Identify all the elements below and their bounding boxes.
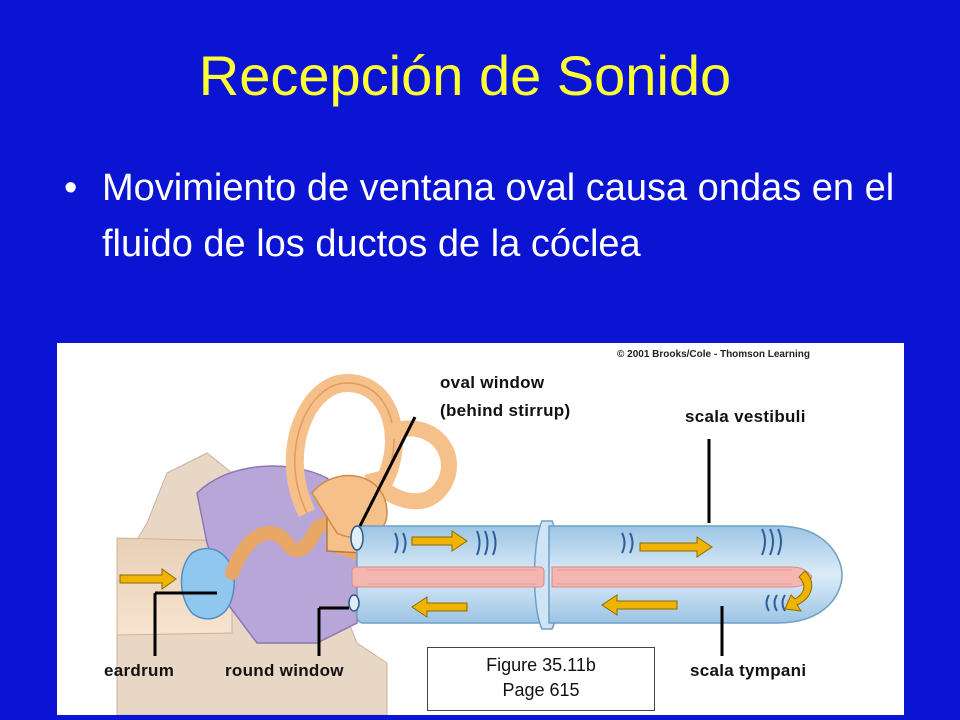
bullet-dot-icon: • [64, 167, 78, 209]
flow-arrow-icon [601, 594, 678, 616]
label-oval-window: oval window [440, 373, 545, 392]
label-scala-vestibuli: scala vestibuli [685, 407, 806, 426]
caption-page-number: Page 615 [502, 680, 580, 700]
semicircular-canal-2 [364, 420, 457, 510]
cochlear-duct-left [351, 566, 545, 588]
copyright-notice: © 2001 Brooks/Cole - Thomson Learning [617, 349, 810, 360]
label-behind-stirrup: (behind stirrup) [440, 401, 571, 420]
caption-figure-number: Figure 35.11b [486, 655, 596, 675]
flow-arrow-icon [411, 596, 468, 618]
flow-arrows [119, 530, 813, 618]
slide-title: Recepción de Sonido [198, 44, 732, 107]
wave-marks [394, 528, 786, 612]
flow-arrow-icon [411, 530, 468, 552]
label-eardrum: eardrum [104, 661, 175, 680]
label-round-window: round window [225, 661, 344, 680]
flow-arrow-icon [119, 568, 177, 590]
bullet-item: • Movimiento de ventana oval causa ondas… [64, 160, 924, 272]
cochlea-illustration [116, 373, 843, 715]
round-window-shape [348, 594, 360, 612]
flow-arrow-icon [784, 570, 813, 612]
bullet-text: Movimiento de ventana oval causa ondas e… [102, 167, 895, 265]
semicircular-canal-1-inner [294, 382, 395, 514]
ear-cochlea-figure: © 2001 Brooks/Cole - Thomson Learning ov… [57, 343, 904, 715]
oval-window-shape [350, 525, 364, 551]
eardrum-shape [180, 547, 235, 620]
bullet-list: • Movimiento de ventana oval causa ondas… [64, 160, 924, 272]
cochlear-duct-right [551, 566, 813, 588]
flow-arrow-icon [639, 536, 713, 558]
figure-caption: Figure 35.11b Page 615 [427, 647, 655, 711]
pointer-lines [153, 416, 724, 656]
label-scala-tympani: scala tympani [690, 661, 807, 680]
